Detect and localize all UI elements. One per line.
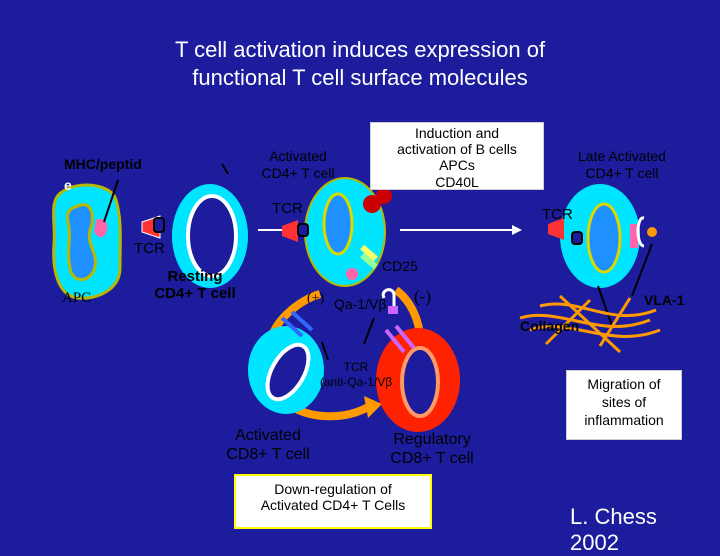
resting-cd4-label: Resting CD4+ T cell <box>154 268 236 302</box>
qa1-molecule <box>381 288 398 314</box>
curved-arrow-head <box>364 396 382 418</box>
tcr-label-mid: TCR <box>272 200 303 217</box>
author-credit: L. Chess 2002 <box>570 504 657 555</box>
tcr-label-left: TCR <box>134 240 165 257</box>
downregulation-callout: Down-regulation of Activated CD4+ T Cell… <box>234 474 432 529</box>
activated-pointer <box>221 163 229 175</box>
plus-label: (+) <box>307 291 325 306</box>
tcr-anti-pointer <box>321 341 329 361</box>
late-activated-label: Late Activated CD4+ T cell <box>578 148 666 181</box>
cd25-label: CD25 <box>382 258 418 274</box>
migration-callout: Migration of sites of inflammation <box>566 370 682 440</box>
tcr-label-right: TCR <box>542 206 573 223</box>
apc-label: APC <box>62 290 92 306</box>
activated-cd8-label: Activated CD8+ T cell <box>226 427 310 463</box>
mhc-pointer-line <box>103 179 119 223</box>
collagen-label: Collagen <box>520 318 580 334</box>
arrow-head-2 <box>512 225 522 235</box>
vla1-pointer <box>631 243 653 297</box>
mhc-peptide-label: MHC/peptid e <box>64 156 142 193</box>
collagen-fibres <box>519 294 661 354</box>
late-activated-cd4-cell <box>548 184 657 327</box>
tcr-anti-qa1-label: TCR (anti-Qa-1/Vβ <box>319 360 393 389</box>
title-line-1: T cell activation induces expression of <box>174 37 546 62</box>
minus-label: (-) <box>414 287 431 306</box>
induction-callout: Induction and activation of B cells APCs… <box>370 122 544 190</box>
activated-cd8-cell <box>248 310 324 414</box>
tcr-anti-pointer-2 <box>363 317 375 345</box>
apc-cell <box>52 183 122 300</box>
vla1-label: VLA-1 <box>644 292 685 308</box>
slide-title: T cell activation induces expression of … <box>0 36 720 92</box>
activated-cd4-cell <box>282 177 392 287</box>
diagram-canvas <box>52 163 661 432</box>
resting-cd4-cell <box>141 184 248 288</box>
qa1-label: Qa-1/Vβ <box>334 296 387 312</box>
title-line-2: functional T cell surface molecules <box>192 65 528 90</box>
regulatory-cd8-label: Regulatory CD8+ T cell <box>390 431 474 467</box>
regulatory-cd8-cell <box>376 324 460 432</box>
activated-cd4-label: Activated CD4+ T cell <box>261 148 335 181</box>
